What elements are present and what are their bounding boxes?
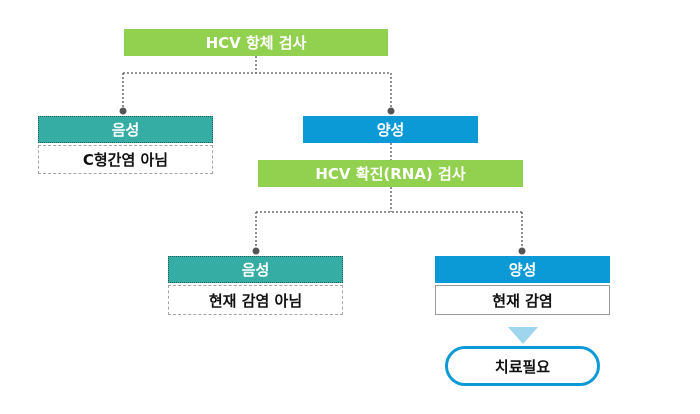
rna-positive-box: 양성 <box>435 256 610 283</box>
connector-dot <box>252 247 260 255</box>
hcv-rna-test-box: HCV 확진(RNA) 검사 <box>258 160 523 187</box>
connector-dot <box>387 107 395 115</box>
antibody-positive-box: 양성 <box>303 116 478 143</box>
current-infection-note: 현재 감염 <box>435 285 610 315</box>
connector-dot <box>518 247 526 255</box>
hcv-antibody-test-box: HCV 항체 검사 <box>124 29 388 56</box>
connector-dot <box>119 107 127 115</box>
down-arrow-icon <box>508 327 538 344</box>
antibody-negative-box: 음성 <box>38 116 213 143</box>
rna-negative-box: 음성 <box>168 256 343 283</box>
treatment-needed-pill: 치료필요 <box>445 346 600 386</box>
no-current-infection-note: 현재 감염 아님 <box>168 285 343 315</box>
not-hepatitis-c-note: C형간염 아님 <box>38 145 213 174</box>
